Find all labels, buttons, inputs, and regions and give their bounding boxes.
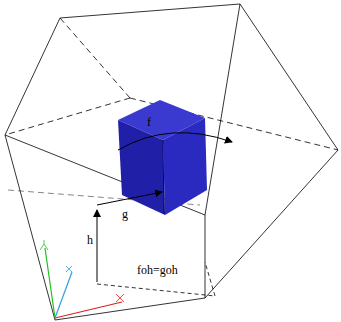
- equation-label: foh=goh: [137, 264, 178, 276]
- outer-cube: [5, 4, 338, 320]
- axes: [40, 240, 124, 318]
- vector-label: h: [87, 234, 93, 246]
- cube-edge-line: [163, 140, 164, 214]
- arc-label: f: [147, 116, 151, 128]
- arc-f: [118, 133, 232, 150]
- vector-h: [97, 210, 98, 282]
- vector-label: g: [122, 208, 128, 220]
- vector-g: [97, 192, 162, 205]
- dashed-guide: [97, 262, 215, 296]
